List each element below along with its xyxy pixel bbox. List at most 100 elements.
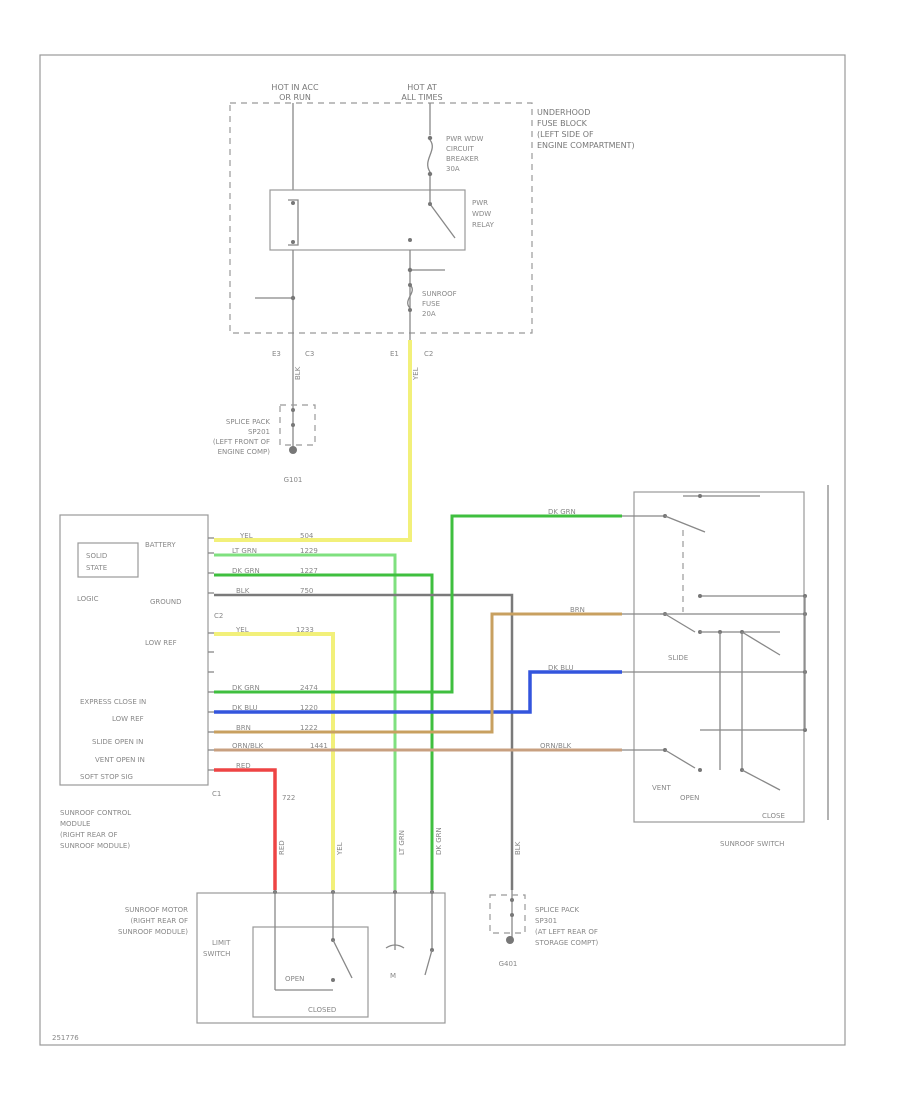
sunroof-fuse-symbol: [407, 284, 413, 309]
w4-color: BLK: [236, 587, 250, 595]
connector-c3: C3: [305, 350, 314, 358]
w7-circuit: 1220: [300, 704, 318, 712]
express-close-pin-label: EXPRESS CLOSE IN: [80, 698, 146, 706]
hot-all-label-1: HOT AT: [407, 83, 437, 92]
diagram-frame: [39, 54, 846, 1046]
w5-circuit: 1233: [296, 626, 314, 634]
wire-yel-low-ref: [214, 632, 335, 890]
switch-slide-label: SLIDE: [668, 654, 688, 662]
splice-top-label-4: ENGINE COMP): [218, 448, 271, 456]
limit-switch-blade: [332, 939, 353, 979]
relay-switch-blade: [429, 203, 456, 239]
splice-dot-2: [291, 423, 295, 427]
vent-open-pin-label: VENT OPEN IN: [95, 756, 145, 764]
relay-pivot: [428, 202, 432, 206]
circuit-breaker-symbol: [427, 139, 433, 173]
connector-e1: E1: [390, 350, 399, 358]
splice-bot-dot-2: [510, 913, 514, 917]
switch-vent-label: VENT: [652, 784, 671, 792]
splice-top-label-3: (LEFT FRONT OF: [213, 438, 270, 446]
wire-labels: YEL 504 LT GRN 1229 DK GRN 1227 BLK 750 …: [232, 508, 585, 856]
module-name-4: SUNROOF MODULE): [60, 842, 130, 850]
splice-bot-label-2: SP301: [535, 917, 557, 925]
sw-ornblk-label: ORN/BLK: [540, 742, 572, 750]
splice-bot-dot-1: [510, 898, 514, 902]
fuse-block-label-1: UNDERHOOD: [537, 108, 590, 117]
relay-label-2: WDW: [472, 210, 491, 218]
w2-color: LT GRN: [232, 547, 257, 555]
motor-name-3: SUNROOF MODULE): [118, 928, 188, 936]
relay-contact: [408, 238, 412, 242]
low-ref2-pin-label: LOW REF: [112, 715, 144, 723]
sunroof-motor-box: [196, 892, 446, 1024]
w3-circuit: 1227: [300, 567, 318, 575]
w1-color: YEL: [239, 532, 253, 540]
relay-coil-symbol: [288, 199, 299, 246]
fuse-block-label-4: ENGINE COMPARTMENT): [537, 141, 635, 150]
breaker-label-4: 30A: [446, 165, 460, 173]
hot-acc-label-1: HOT IN ACC: [271, 83, 319, 92]
limit-closed-label: CLOSED: [308, 1006, 336, 1014]
figure-id: 251776: [52, 1034, 79, 1042]
module-name-2: MODULE: [60, 820, 90, 828]
w2-circuit: 1229: [300, 547, 318, 555]
wire-dk-blu: [214, 670, 622, 714]
module-name-1: SUNROOF CONTROL: [60, 809, 131, 817]
w9-circuit: 1441: [310, 742, 328, 750]
sw-dkblu-label: DK BLU: [548, 664, 574, 672]
wire-blk-label: BLK: [294, 366, 302, 380]
limit-label-1: LIMIT: [212, 939, 231, 947]
solid-state-label-2: STATE: [86, 564, 107, 572]
relay-label-3: RELAY: [472, 221, 495, 229]
sunroof-switch-box: [633, 491, 805, 823]
ground-g101-icon: [289, 446, 297, 454]
fuse-label-2: FUSE: [422, 300, 440, 308]
v-dkgrn-label: DK GRN: [435, 827, 443, 855]
splice-top-label-1: SPLICE PACK: [226, 418, 270, 426]
splice-bot-label-4: STORAGE COMPT): [535, 939, 598, 947]
connector-c1-module: C1: [212, 790, 221, 798]
w10-color: RED: [236, 762, 251, 770]
wire-dk-grn-express: [214, 514, 622, 694]
motor-name-1: SUNROOF MOTOR: [125, 906, 188, 914]
breaker-label-1: PWR WDW: [446, 135, 484, 143]
limit-label-2: SWITCH: [203, 950, 230, 958]
w10-circuit: 722: [282, 794, 295, 802]
w8-circuit: 1222: [300, 724, 318, 732]
slide-open-pin-label: SLIDE OPEN IN: [92, 738, 143, 746]
ground-node: [290, 295, 296, 301]
splice-pack-sp301: [489, 894, 526, 934]
ground-g401-icon: [506, 936, 514, 944]
fuse-terminal-bottom: [408, 308, 412, 312]
switch-open-label: OPEN: [680, 794, 699, 802]
wire-yel-battery: [214, 340, 412, 542]
ground-g401-label: G401: [499, 960, 518, 968]
v-ltgrn-label: LT GRN: [398, 830, 406, 855]
relay-output-node: [407, 267, 413, 273]
low-ref-pin-label: LOW REF: [145, 639, 177, 647]
breaker-terminal-top: [427, 135, 433, 141]
w4-circuit: 750: [300, 587, 313, 595]
w8-color: BRN: [236, 724, 251, 732]
fuse-label-3: 20A: [422, 310, 436, 318]
solid-state-logic-box: [77, 542, 139, 578]
breaker-label-2: CIRCUIT: [446, 145, 475, 153]
splice-bot-label-1: SPLICE PACK: [535, 906, 579, 914]
v-red-label: RED: [278, 840, 286, 855]
wire-lt-grn: [214, 553, 397, 890]
w7-color: DK BLU: [232, 704, 258, 712]
soft-stop-pin-label: SOFT STOP SIG: [80, 773, 133, 781]
motor-circuit-blade: [424, 949, 433, 976]
sw-brn-label: BRN: [570, 606, 585, 614]
splice-pack-sp201: [279, 404, 316, 446]
fuse-block-label-3: (LEFT SIDE OF: [537, 130, 594, 139]
v-yel-label: YEL: [336, 842, 344, 856]
sunroof-control-module: [59, 514, 209, 786]
w3-color: DK GRN: [232, 567, 260, 575]
v-blk-label: BLK: [514, 841, 522, 855]
module-pin-ticks: [208, 537, 214, 771]
hot-acc-label-2: OR RUN: [279, 93, 311, 102]
hot-all-label-2: ALL TIMES: [401, 93, 442, 102]
motor-symbol: M: [390, 972, 396, 980]
